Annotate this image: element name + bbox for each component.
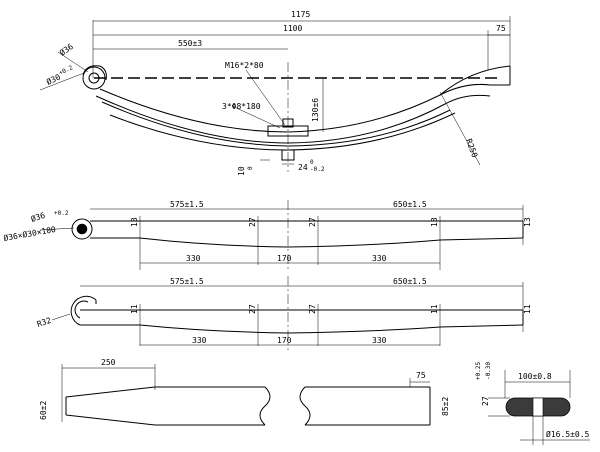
leaf1-bush-label: Ø36×Ø30×100 — [3, 224, 57, 243]
section-thickness: 27 — [481, 396, 490, 406]
pad-width-tol2-label: -0.2 — [310, 166, 325, 173]
leaf2-t-end: 11 — [523, 304, 532, 314]
leaf2-left-len: 575±1.5 — [170, 277, 204, 286]
leaf1-taper-left: 330 — [186, 254, 201, 263]
bolt-label: M16*2*80 — [225, 61, 264, 70]
leaf2-radius: R32 — [36, 316, 53, 329]
camber-label: 130±6 — [311, 98, 320, 122]
leaf1-taper-right: 330 — [372, 254, 387, 263]
leaf2-right-len: 650±1.5 — [393, 277, 427, 286]
leaf1-right-len: 650±1.5 — [393, 200, 427, 209]
leaf2-center: 170 — [277, 336, 292, 345]
end-flat-label: 75 — [496, 24, 506, 33]
leaf1-left-len: 575±1.5 — [170, 200, 204, 209]
leaf1-eye-tol: +0.2 — [54, 210, 69, 217]
section-hole: Ø16.5±0.5 — [546, 429, 590, 439]
leaf2-t-mr: 27 — [308, 304, 317, 314]
leaf2-t-l: 11 — [130, 304, 139, 314]
plan-eye-width: 60±2 — [39, 401, 48, 420]
clip-label: 3*Φ8*180 — [222, 102, 261, 111]
eye-tol-label: +0.2 — [58, 64, 74, 77]
pad-tol-label: 0 — [247, 166, 254, 170]
section-width: 100±0.8 — [518, 372, 552, 381]
section-tol: +0.25 — [475, 362, 482, 380]
eye-dia-label: Ø36 — [57, 41, 75, 58]
leaf-2-view: 575±1.5 650±1.5 11 27 27 11 11 330 170 3… — [36, 276, 532, 350]
leaf2-taper-right: 330 — [372, 336, 387, 345]
pad-width-tol-label: 0 — [310, 159, 314, 166]
section-tol2: -0.30 — [485, 362, 492, 380]
leaf1-t-r: 13 — [430, 217, 439, 227]
pad-height-label: 10 — [237, 166, 246, 176]
leaf1-eye-label: Ø36 — [30, 210, 47, 224]
plan-end-len: 75 — [416, 371, 426, 380]
plan-view: 250 60±2 75 85±2 — [39, 358, 450, 426]
pad-width-label: 24 — [298, 163, 308, 172]
leaf1-t-end: 13 — [523, 217, 532, 227]
overall-length-label: 1175 — [291, 10, 310, 19]
side-view: 1175 1100 75 550±3 Ø36 +0.2 Ø30 — [39, 10, 511, 176]
leaf1-center: 170 — [277, 254, 292, 263]
leaf-1-view: 575±1.5 650±1.5 13 27 27 13 13 330 170 3… — [3, 200, 532, 270]
leaf2-t-ml: 27 — [248, 304, 257, 314]
plan-end-width: 85±2 — [441, 397, 450, 416]
leaf1-t-l: 13 — [130, 217, 139, 227]
radius-label: R250 — [464, 138, 479, 159]
section-view: 100±0.8 27 +0.25 -0.30 Ø16.5±0.5 — [475, 362, 590, 445]
eye-to-end-label: 1100 — [283, 24, 302, 33]
leaf1-t-mr: 27 — [308, 217, 317, 227]
half-length-label: 550±3 — [178, 39, 202, 48]
leaf2-taper-left: 330 — [192, 336, 207, 345]
leaf1-t-ml: 27 — [248, 217, 257, 227]
leaf2-t-r: 11 — [430, 304, 439, 314]
plan-taper-len: 250 — [101, 358, 116, 367]
